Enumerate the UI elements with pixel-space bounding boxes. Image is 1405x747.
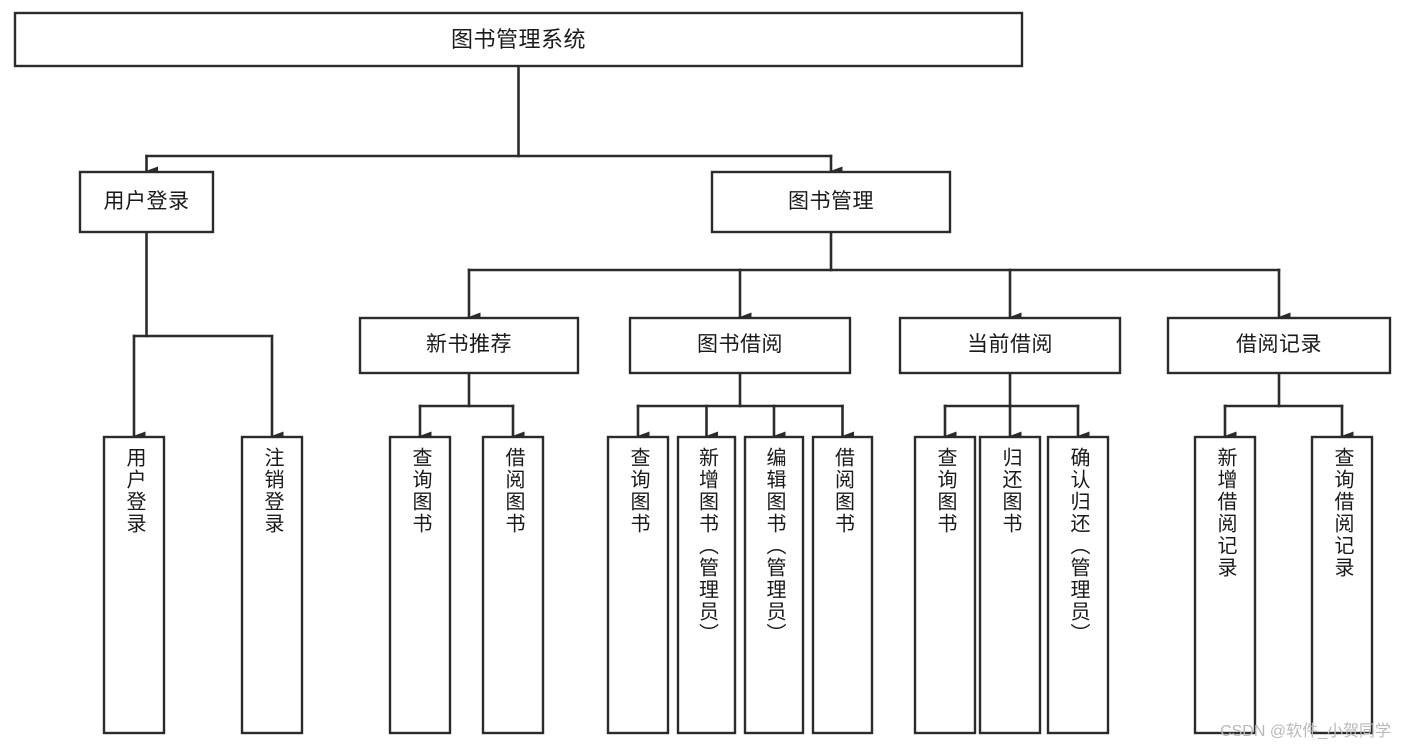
node-boxes (13, 11, 1392, 735)
node-box-root[interactable] (13, 11, 1024, 68)
node-box-leaf-confirm-return-admin[interactable] (1046, 435, 1110, 735)
node-box-leaf-return-book[interactable] (978, 435, 1042, 735)
node-box-leaf-add-borrow-record[interactable] (1193, 435, 1257, 735)
node-box-leaf-borrow-book[interactable] (811, 435, 874, 735)
node-box-leaf-borrow-book-rec[interactable] (481, 435, 545, 735)
connector-lines (132, 64, 1354, 441)
node-box-borrow-records[interactable] (1166, 316, 1392, 375)
node-box-new-book-recommend[interactable] (358, 316, 580, 375)
node-box-leaf-logout[interactable] (240, 435, 304, 735)
node-box-book-management[interactable] (710, 170, 952, 234)
node-box-current-borrow[interactable] (898, 316, 1122, 375)
node-box-leaf-add-book-admin[interactable] (676, 435, 737, 735)
node-box-leaf-query-borrow-record[interactable] (1310, 435, 1374, 735)
node-box-leaf-edit-book-admin[interactable] (743, 435, 805, 735)
node-box-book-borrow[interactable] (628, 316, 852, 375)
node-box-leaf-user-login[interactable] (102, 435, 166, 735)
node-box-user-login[interactable] (78, 170, 215, 234)
node-box-leaf-query-book-rec[interactable] (388, 435, 452, 735)
node-box-leaf-query-book-borrow[interactable] (606, 435, 670, 735)
node-box-leaf-query-book-current[interactable] (913, 435, 977, 735)
watermark-text: CSDN @软件_小贺同学 (1220, 723, 1391, 740)
